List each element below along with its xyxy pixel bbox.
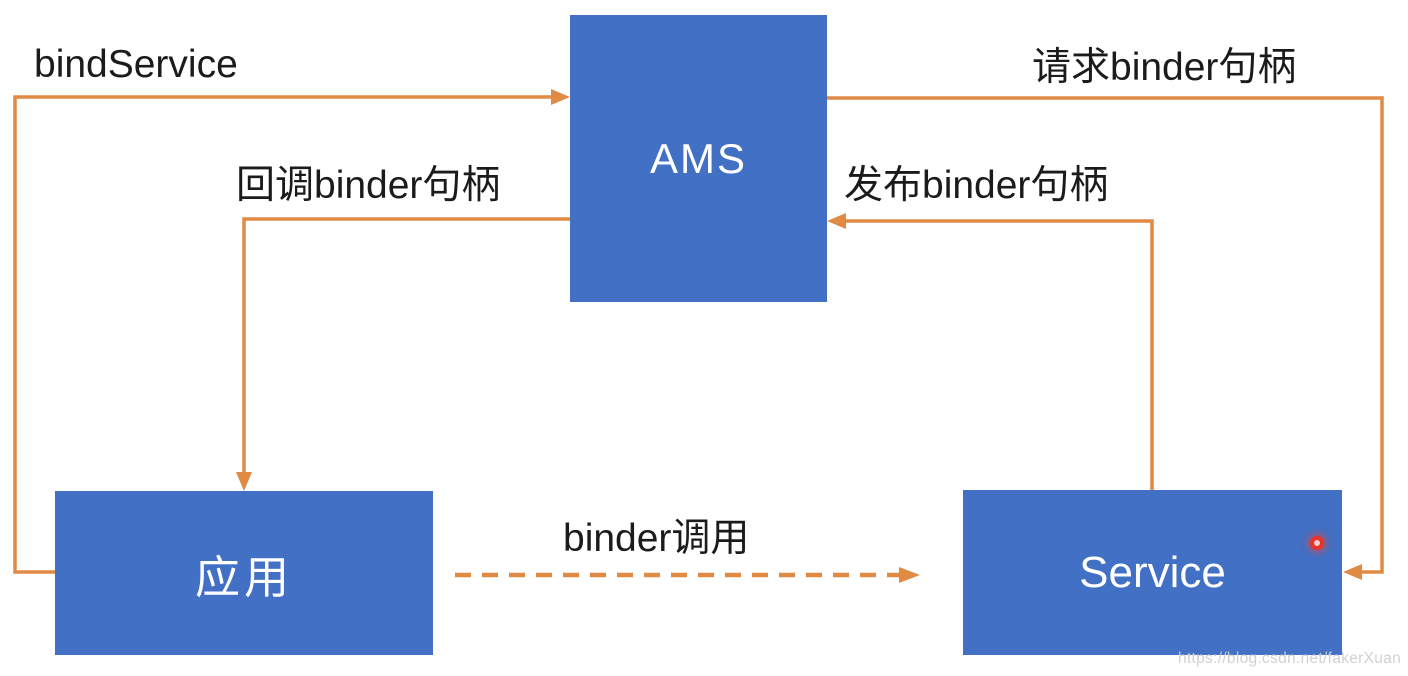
arrow-binder-call: [455, 567, 920, 583]
arrow-request-binder: [826, 96, 1384, 580]
edge-label-binder-call: binder调用: [563, 517, 750, 560]
edge-label-bind-service: bindService: [34, 43, 238, 86]
node-app-label: 应用: [194, 551, 293, 603]
pointer-dot: [1310, 536, 1324, 550]
node-ams: AMS: [570, 15, 827, 302]
node-service-label: Service: [1079, 547, 1226, 597]
node-ams-label: AMS: [649, 134, 747, 182]
watermark-url: https://blog.csdn.net/fakerXuan: [1178, 650, 1401, 667]
edge-label-publish-binder: 发布binder句柄: [844, 164, 1109, 207]
arrow-callback-binder: [236, 217, 570, 491]
arrow-bind-service: [13, 89, 570, 574]
node-service: Service: [963, 490, 1342, 655]
edge-label-callback-binder: 回调binder句柄: [236, 164, 501, 207]
arrow-publish-binder: [827, 213, 1154, 490]
node-app: 应用: [55, 491, 433, 655]
edge-label-request-binder: 请求binder句柄: [1032, 46, 1297, 89]
